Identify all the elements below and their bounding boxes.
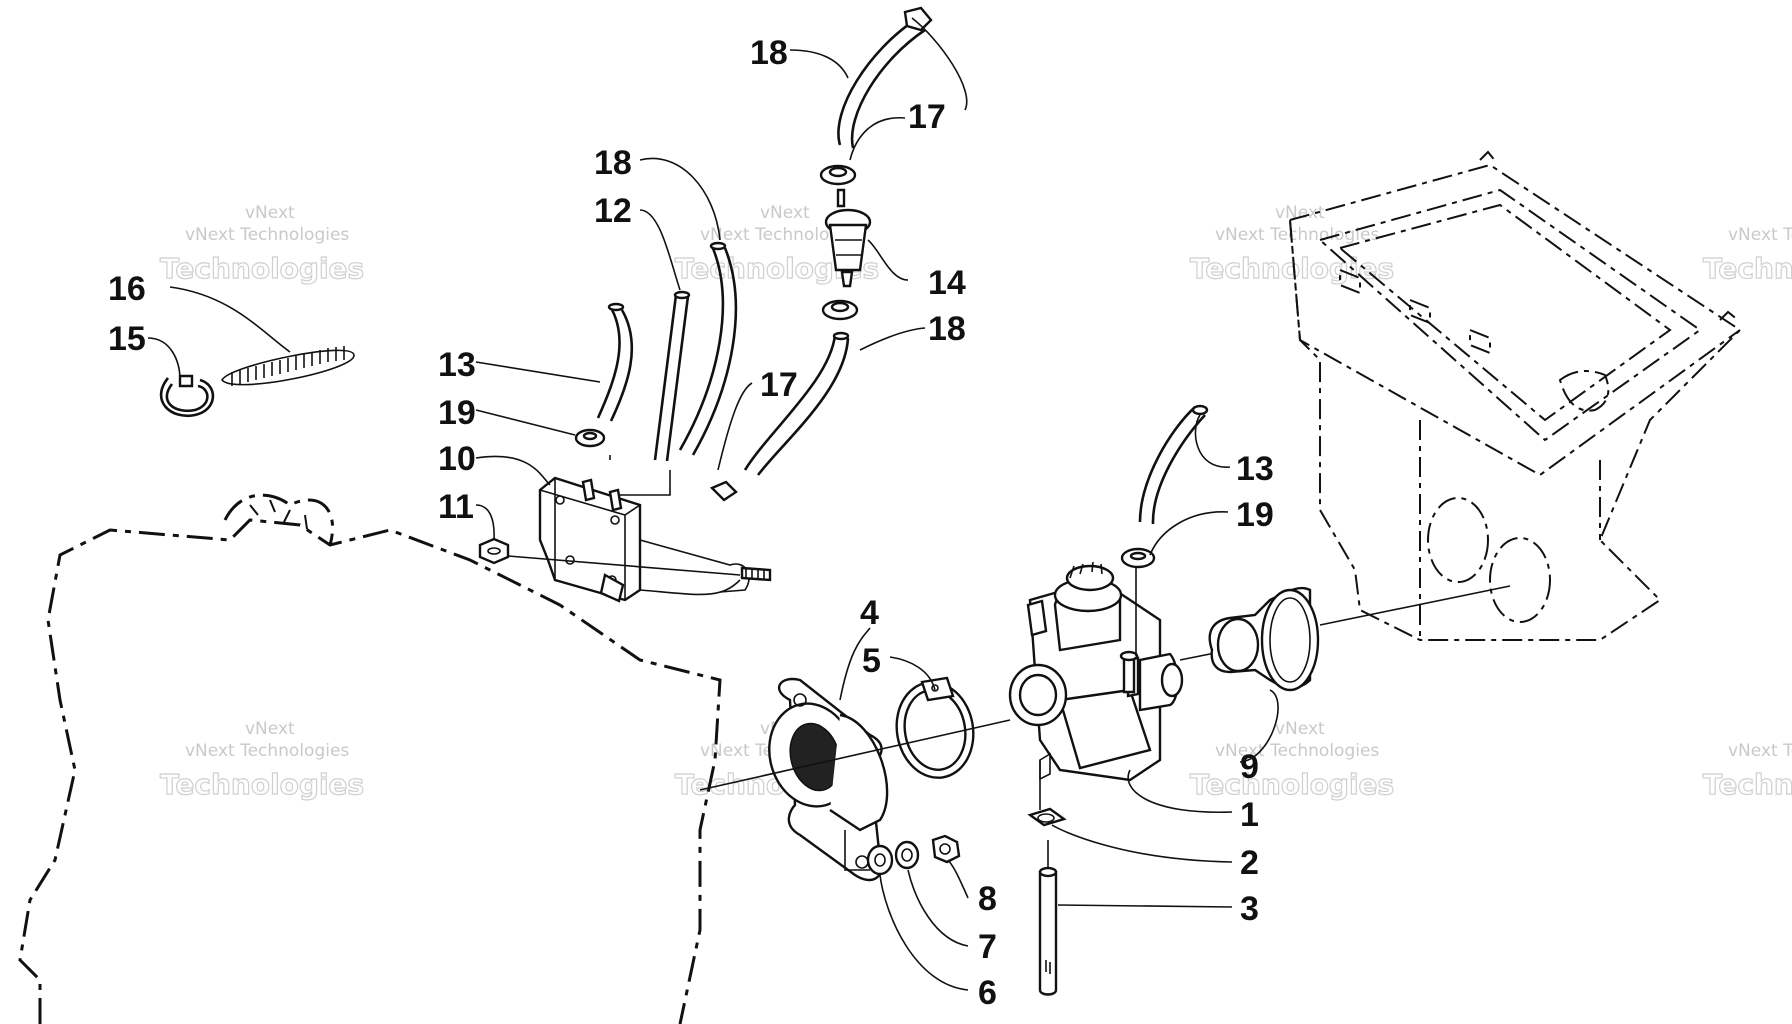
- svg-text:vNext: vNext: [760, 203, 810, 223]
- label-11: 11: [438, 488, 474, 526]
- watermark-3: vNext vNext Technologies Technologies: [1189, 203, 1394, 286]
- svg-text:Technologies: Technologies: [1703, 768, 1792, 801]
- intake-boot: [1208, 586, 1320, 692]
- stud-bolt: [740, 566, 772, 582]
- label-17-lower: 17: [760, 366, 798, 404]
- svg-text:Technologies: Technologies: [1703, 252, 1792, 285]
- svg-text:Technologies: Technologies: [160, 768, 364, 801]
- watermarks: vNext vNext Technologies Technologies vN…: [159, 203, 1792, 802]
- hose-clamp-top: [819, 164, 857, 186]
- label-9: 9: [1240, 748, 1259, 786]
- fuel-hose-top: [837, 6, 933, 149]
- fuel-pump-hoses: [596, 241, 738, 496]
- svg-text:vNext Technologies: vNext Technologies: [1215, 225, 1379, 245]
- carburetor: [1008, 561, 1184, 782]
- svg-text:Technologies: Technologies: [160, 252, 364, 285]
- hose-clamp-pump: [709, 480, 738, 502]
- watermark-7: vNext vNext Technologies Technologies: [1189, 719, 1394, 802]
- label-18-lower: 18: [928, 310, 966, 348]
- watermark-8: vNext Technologies Technologies: [1702, 741, 1792, 802]
- watermark-5: vNext vNext Technologies Technologies: [159, 719, 364, 802]
- label-7: 7: [978, 928, 997, 966]
- label-4: 4: [860, 594, 879, 632]
- label-10: 10: [438, 440, 476, 478]
- leader-lines: [147, 17, 1279, 991]
- carburetor-screw: [1119, 650, 1139, 694]
- label-1: 1: [1240, 796, 1259, 834]
- part-labels: 18 17 18 12 16 15 14 18 13 17 19 10 11 1…: [108, 34, 1274, 1012]
- label-6: 6: [978, 974, 997, 1012]
- fuel-pump: [538, 476, 750, 603]
- washer-plain: [866, 844, 894, 876]
- fuel-hose-middle: [743, 331, 850, 476]
- intake-flange: [768, 677, 889, 882]
- label-12: 12: [594, 192, 632, 230]
- svg-text:Technologies: Technologies: [1190, 768, 1394, 801]
- drain-tube: [1038, 866, 1058, 996]
- label-16: 16: [108, 270, 146, 308]
- svg-text:vNext Technologies: vNext Technologies: [1728, 741, 1792, 761]
- label-13-left: 13: [438, 346, 476, 384]
- label-18-upper: 18: [594, 144, 632, 182]
- washer-lock: [894, 840, 920, 870]
- watermark-1: vNext vNext Technologies Technologies: [159, 203, 364, 286]
- label-18-top: 18: [750, 34, 788, 72]
- watermark-4: vNext Technologies Technologies: [1702, 225, 1792, 286]
- hose-clamp-right: [1120, 547, 1156, 656]
- hose-clamp-small: [574, 428, 606, 448]
- label-5: 5: [862, 642, 881, 680]
- svg-text:vNext: vNext: [245, 203, 295, 223]
- svg-text:vNext: vNext: [1275, 719, 1325, 739]
- fuel-filter: [824, 188, 872, 288]
- label-19-left: 19: [438, 394, 476, 432]
- svg-text:vNext: vNext: [1275, 203, 1325, 223]
- label-17-top: 17: [908, 98, 946, 136]
- hose-clamp-middle: [821, 299, 859, 321]
- air-box: [1288, 150, 1742, 641]
- label-19-right: 19: [1236, 496, 1274, 534]
- label-13-right: 13: [1236, 450, 1274, 488]
- svg-text:vNext Technologies: vNext Technologies: [185, 741, 349, 761]
- svg-text:vNext Technologies: vNext Technologies: [700, 225, 864, 245]
- spring: [221, 346, 355, 386]
- label-3: 3: [1240, 890, 1259, 928]
- carburetor-clamp: [895, 676, 975, 779]
- svg-text:vNext Technologies: vNext Technologies: [185, 225, 349, 245]
- engine-outline: [18, 493, 722, 1024]
- svg-text:vNext: vNext: [245, 719, 295, 739]
- drain-clip: [1027, 807, 1067, 827]
- svg-text:vNext Technologies: vNext Technologies: [1728, 225, 1792, 245]
- nut: [931, 834, 961, 864]
- label-8: 8: [978, 880, 997, 918]
- label-15: 15: [108, 320, 146, 358]
- spring-clip: [159, 374, 215, 418]
- label-14: 14: [928, 264, 966, 302]
- label-2: 2: [1240, 844, 1259, 882]
